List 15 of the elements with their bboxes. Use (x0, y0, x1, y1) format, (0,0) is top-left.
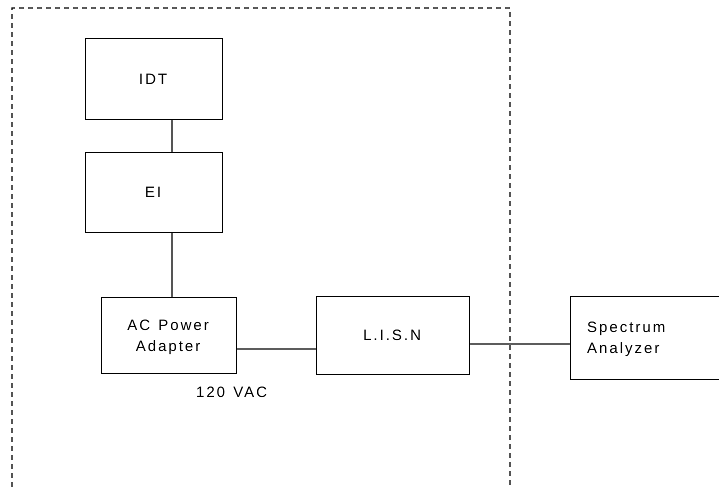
connector-line (237, 348, 316, 350)
block-label: EI (144, 183, 164, 203)
voltage-label: 120 VAC (196, 384, 269, 401)
block-box (570, 296, 719, 380)
connector-line (171, 233, 173, 297)
block-box (101, 297, 237, 374)
connector-line (470, 343, 570, 345)
block-box (85, 152, 223, 233)
block-box (85, 38, 223, 120)
block-label: L.I.S.N (363, 326, 423, 346)
block-label: IDT (138, 70, 170, 90)
block-label: AC Power Adapter (126, 316, 212, 356)
block-box (316, 296, 470, 375)
block-label: Spectrum Analyzer (587, 318, 668, 359)
connector-line (171, 120, 173, 152)
